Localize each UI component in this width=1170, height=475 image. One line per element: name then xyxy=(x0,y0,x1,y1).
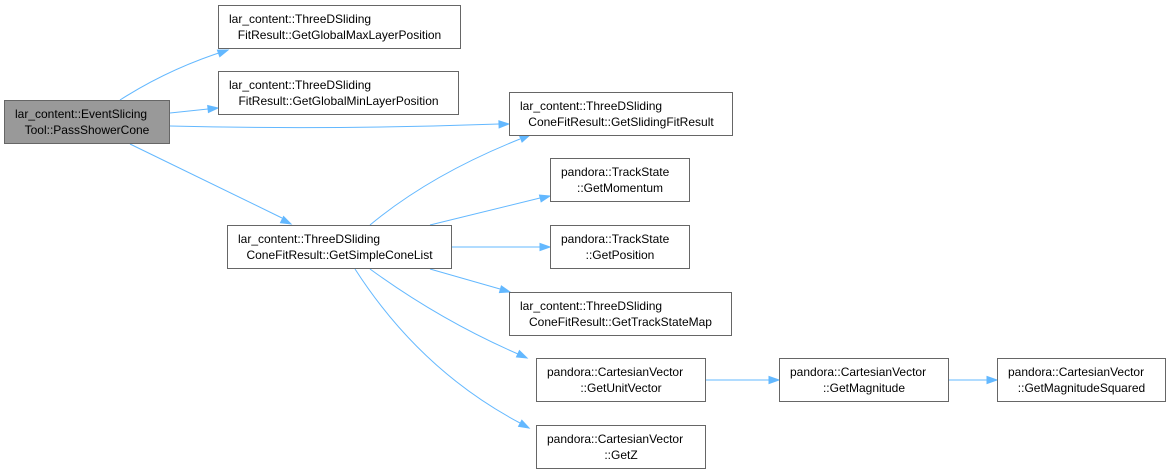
edge-pass-shower-cone-to-get-simple-cone-list xyxy=(129,143,293,225)
arrowhead-icon xyxy=(986,375,999,385)
node-line-1: pandora::TrackState xyxy=(561,165,670,179)
edge-line xyxy=(129,143,283,219)
node-line-1: pandora::CartesianVector xyxy=(1008,365,1145,379)
edge-get-simple-cone-list-to-get-track-state-map xyxy=(429,268,512,294)
node-line-2: ::GetZ xyxy=(604,448,638,462)
edge-line xyxy=(354,268,521,424)
node-line-1: pandora::CartesianVector xyxy=(547,365,684,379)
node-get-global-max-layer-position[interactable]: lar_content::ThreeDSliding FitResult::Ge… xyxy=(218,5,461,49)
edge-pass-shower-cone-to-get-sliding-fit-result xyxy=(169,120,511,129)
arrowhead-icon xyxy=(216,49,230,58)
edge-pass-shower-cone-to-get-global-min xyxy=(169,104,220,114)
node-get-unit-vector[interactable]: pandora::CartesianVector ::GetUnitVector xyxy=(536,358,706,402)
node-get-z[interactable]: pandora::CartesianVector ::GetZ xyxy=(536,425,706,469)
arrowhead-icon xyxy=(515,349,529,359)
node-get-sliding-fit-result[interactable]: lar_content::ThreeDSliding ConeFitResult… xyxy=(509,92,733,136)
edge-line xyxy=(169,123,500,129)
edge-get-simple-cone-list-to-get-momentum xyxy=(429,194,552,226)
node-line-1: lar_content::ThreeDSliding xyxy=(229,12,372,26)
node-line-2: FitResult::GetGlobalMaxLayerPosition xyxy=(237,28,442,42)
arrowhead-icon xyxy=(207,104,220,114)
edge-line xyxy=(429,197,541,226)
node-get-simple-cone-list[interactable]: lar_content::ThreeDSliding ConeFitResult… xyxy=(227,225,452,269)
node-get-global-min-layer-position[interactable]: lar_content::ThreeDSliding FitResult::Ge… xyxy=(218,71,459,115)
node-line-2: Tool::PassShowerCone xyxy=(24,123,150,137)
node-get-track-state-map[interactable]: lar_content::ThreeDSliding ConeFitResult… xyxy=(509,292,732,336)
node-line-1: lar_content::EventSlicing xyxy=(15,107,148,121)
edge-get-simple-cone-list-to-get-z xyxy=(354,268,531,429)
node-get-magnitude[interactable]: pandora::CartesianVector ::GetMagnitude xyxy=(779,358,949,402)
arrowhead-icon xyxy=(539,242,552,252)
edge-get-simple-cone-list-to-get-sliding-fit-result xyxy=(369,134,532,226)
node-line-2: ::GetMomentum xyxy=(576,181,664,195)
node-pass-shower-cone: lar_content::EventSlicing Tool::PassShow… xyxy=(4,100,170,144)
node-line-1: pandora::CartesianVector xyxy=(547,432,684,446)
edge-get-unit-vector-to-get-magnitude xyxy=(706,375,781,385)
node-line-2: ConeFitResult::GetSimpleConeList xyxy=(246,248,433,262)
node-line-1: lar_content::ThreeDSliding xyxy=(229,78,372,92)
arrowhead-icon xyxy=(498,120,511,129)
node-line-2: ::GetUnitVector xyxy=(580,381,662,395)
edge-line xyxy=(369,138,521,226)
edge-line xyxy=(429,268,501,290)
arrowhead-icon xyxy=(768,375,781,385)
node-line-1: pandora::TrackState xyxy=(561,232,670,246)
edge-line xyxy=(169,108,209,114)
edge-get-magnitude-to-get-magnitude-squared xyxy=(949,375,999,385)
node-get-momentum[interactable]: pandora::TrackState ::GetMomentum xyxy=(550,158,690,202)
node-line-1: lar_content::ThreeDSliding xyxy=(238,232,381,246)
node-line-2: ConeFitResult::GetSlidingFitResult xyxy=(528,115,714,129)
node-line-1: lar_content::ThreeDSliding xyxy=(520,299,663,313)
arrowhead-icon xyxy=(279,215,293,225)
edge-pass-shower-cone-to-get-global-max xyxy=(119,49,230,101)
edge-get-simple-cone-list-to-get-unit-vector xyxy=(369,268,529,359)
arrowhead-icon xyxy=(498,285,512,294)
edge-line xyxy=(119,49,229,101)
edge-line xyxy=(369,268,519,355)
arrowhead-icon xyxy=(538,194,552,203)
node-line-1: lar_content::ThreeDSliding xyxy=(520,99,663,113)
node-get-position[interactable]: pandora::TrackState ::GetPosition xyxy=(550,225,690,269)
edge-get-simple-cone-list-to-get-position xyxy=(452,242,552,252)
node-line-2: ::GetPosition xyxy=(585,248,655,262)
node-get-magnitude-squared[interactable]: pandora::CartesianVector ::GetMagnitudeS… xyxy=(997,358,1166,402)
node-line-2: FitResult::GetGlobalMinLayerPosition xyxy=(238,94,439,108)
node-line-2: ::GetMagnitudeSquared xyxy=(1017,381,1146,395)
node-line-2: ConeFitResult::GetTrackStateMap xyxy=(529,315,712,329)
arrowhead-icon xyxy=(517,419,531,429)
node-line-2: ::GetMagnitude xyxy=(822,381,906,395)
node-line-1: pandora::CartesianVector xyxy=(790,365,927,379)
